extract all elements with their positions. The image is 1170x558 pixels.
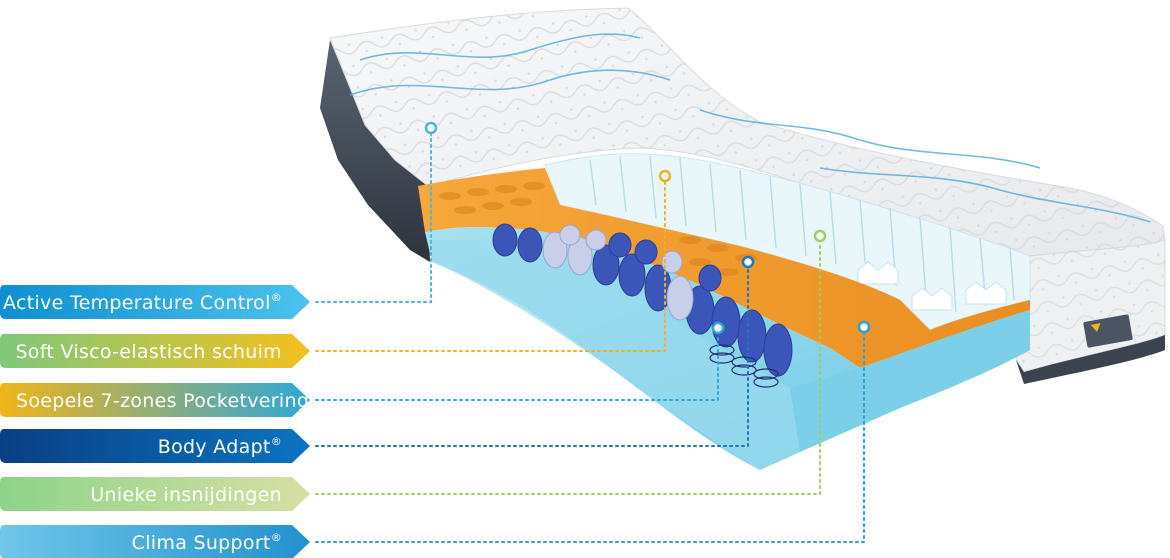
callout-label-text: Soft Visco-elastisch schuim [15,341,282,363]
leader-line [315,181,666,352]
leader-line [315,333,719,401]
callout-2: Soft Visco-elastisch schuim [0,169,672,368]
callout-label: Unieke insnijdingen [90,484,282,506]
callout-label: Body Adapt® [158,435,282,458]
callout-label-text: Active Temperature Control [3,292,271,314]
cyan-foam-front-face [790,310,1030,452]
marker-ring-icon [658,169,672,183]
callout-arrow [0,525,310,558]
callout-4: Body Adapt® [0,255,755,463]
callout-label: Active Temperature Control® [3,291,282,314]
marker-ring-icon [857,320,871,334]
callout-5: Unieke insnijdingen [0,229,827,511]
leader-line [315,133,432,303]
marker-ring-icon [741,255,755,269]
cover-label-tag [1083,314,1133,348]
leader-line [315,241,821,495]
leader-line [315,267,749,447]
registered-mark: ® [271,531,282,544]
callout-arrow [0,383,310,417]
cyan-foam-side-face [432,240,800,470]
callout-label-text: Clima Support [132,532,271,554]
callout-3: Soepele 7-zones Pocketvering [0,321,725,417]
orange-visco-layer [418,168,1030,368]
leader-line [315,332,865,543]
mattress-illustration [320,7,1166,470]
marker-ring-icon [711,321,725,335]
callout-arrow [0,334,310,368]
callout-label-text: Body Adapt [158,436,271,458]
registered-mark: ® [271,291,282,304]
callout-label-text: Unieke insnijdingen [90,484,282,506]
marker-ring-icon [813,229,827,243]
callout-arrow [0,285,310,319]
callout-label: Soft Visco-elastisch schuim [15,341,282,363]
callout-arrow [0,477,310,511]
cover-right-base [1016,335,1165,384]
callout-label: Soepele 7-zones Pocketvering [16,390,309,412]
callout-label: Clima Support® [132,531,282,554]
cover-side-band [320,40,430,262]
registered-mark: ® [271,435,282,448]
top-cover-quilt [330,8,1165,256]
pocket-springs [492,223,793,388]
callout-arrow [0,429,310,463]
callout-label-text: Soepele 7-zones Pocketvering [16,390,309,412]
marker-ring-icon [424,121,438,135]
callout-6: Clima Support® [0,320,871,558]
orange-layer-cells [439,182,757,276]
white-zone-notches [857,261,1007,311]
cover-logo-icon [1090,323,1101,332]
white-zone-layer [544,153,1031,331]
callout-labels: Active Temperature Control®Soft Visco-el… [0,121,871,558]
cover-wave-lines [349,33,1151,223]
callout-1: Active Temperature Control® [0,121,438,319]
